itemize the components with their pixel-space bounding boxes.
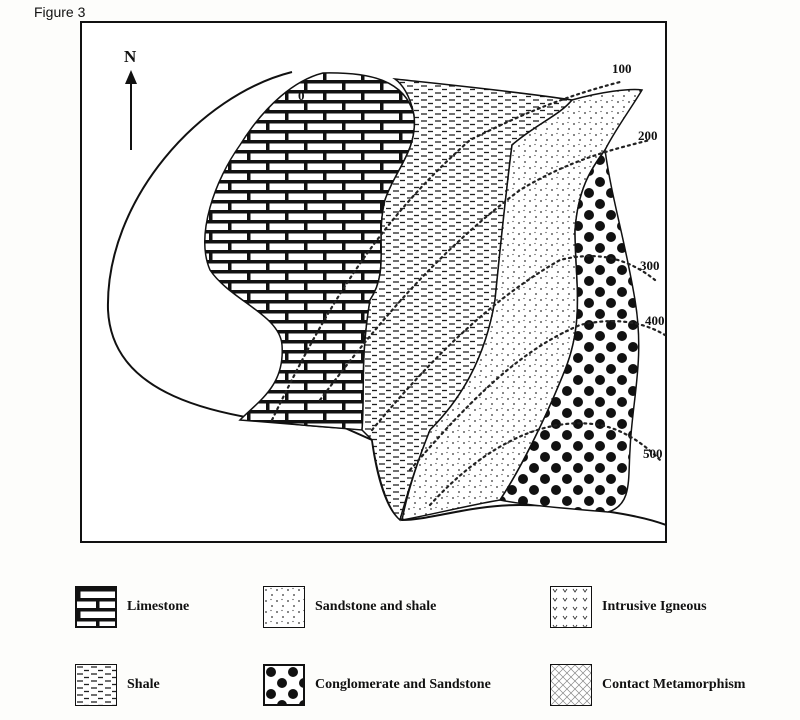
legend-item-limestone: Limestone <box>75 586 189 628</box>
legend-item-sandstone-shale: Sandstone and shale <box>263 586 436 628</box>
contour-label: 500 <box>643 446 663 461</box>
north-label: N <box>124 47 137 66</box>
contour-label: 200 <box>638 128 658 143</box>
contour-400 <box>408 320 666 472</box>
legend-label: Sandstone and shale <box>315 599 437 614</box>
contour-200 <box>318 138 652 402</box>
legend-label: Conglomerate and Sandstone <box>315 677 491 692</box>
contact-metamorphism-swatch <box>550 664 592 706</box>
conglomerate-sandstone-unit <box>498 148 640 513</box>
legend-label: Intrusive Igneous <box>602 599 707 614</box>
legend-label: Shale <box>127 677 160 692</box>
legend-item-intrusive-igneous: Intrusive Igneous <box>550 586 707 628</box>
shale-swatch <box>75 664 117 706</box>
limestone-swatch <box>75 586 117 628</box>
contour-100 <box>270 80 622 422</box>
contour-label: 0 <box>298 88 305 103</box>
intrusive-igneous-swatch <box>550 586 592 628</box>
contour-lines <box>270 80 666 507</box>
legend-item-shale: Shale <box>75 664 160 706</box>
conglomerate-sandstone-swatch <box>263 664 305 706</box>
contour-label: 300 <box>640 258 660 273</box>
figure-label: Figure 3 <box>34 4 86 20</box>
sandstone-shale-swatch <box>263 586 305 628</box>
legend-item-contact-metamorphism: Contact Metamorphism <box>550 664 745 706</box>
contour-label: 400 <box>645 313 665 328</box>
legend-item-conglomerate-sandstone: Conglomerate and Sandstone <box>263 664 491 706</box>
contour-label: 100 <box>612 61 632 76</box>
contour-300 <box>370 254 657 432</box>
north-arrow-icon <box>125 70 137 150</box>
legend-label: Limestone <box>127 599 190 614</box>
legend-label: Contact Metamorphism <box>602 677 746 692</box>
